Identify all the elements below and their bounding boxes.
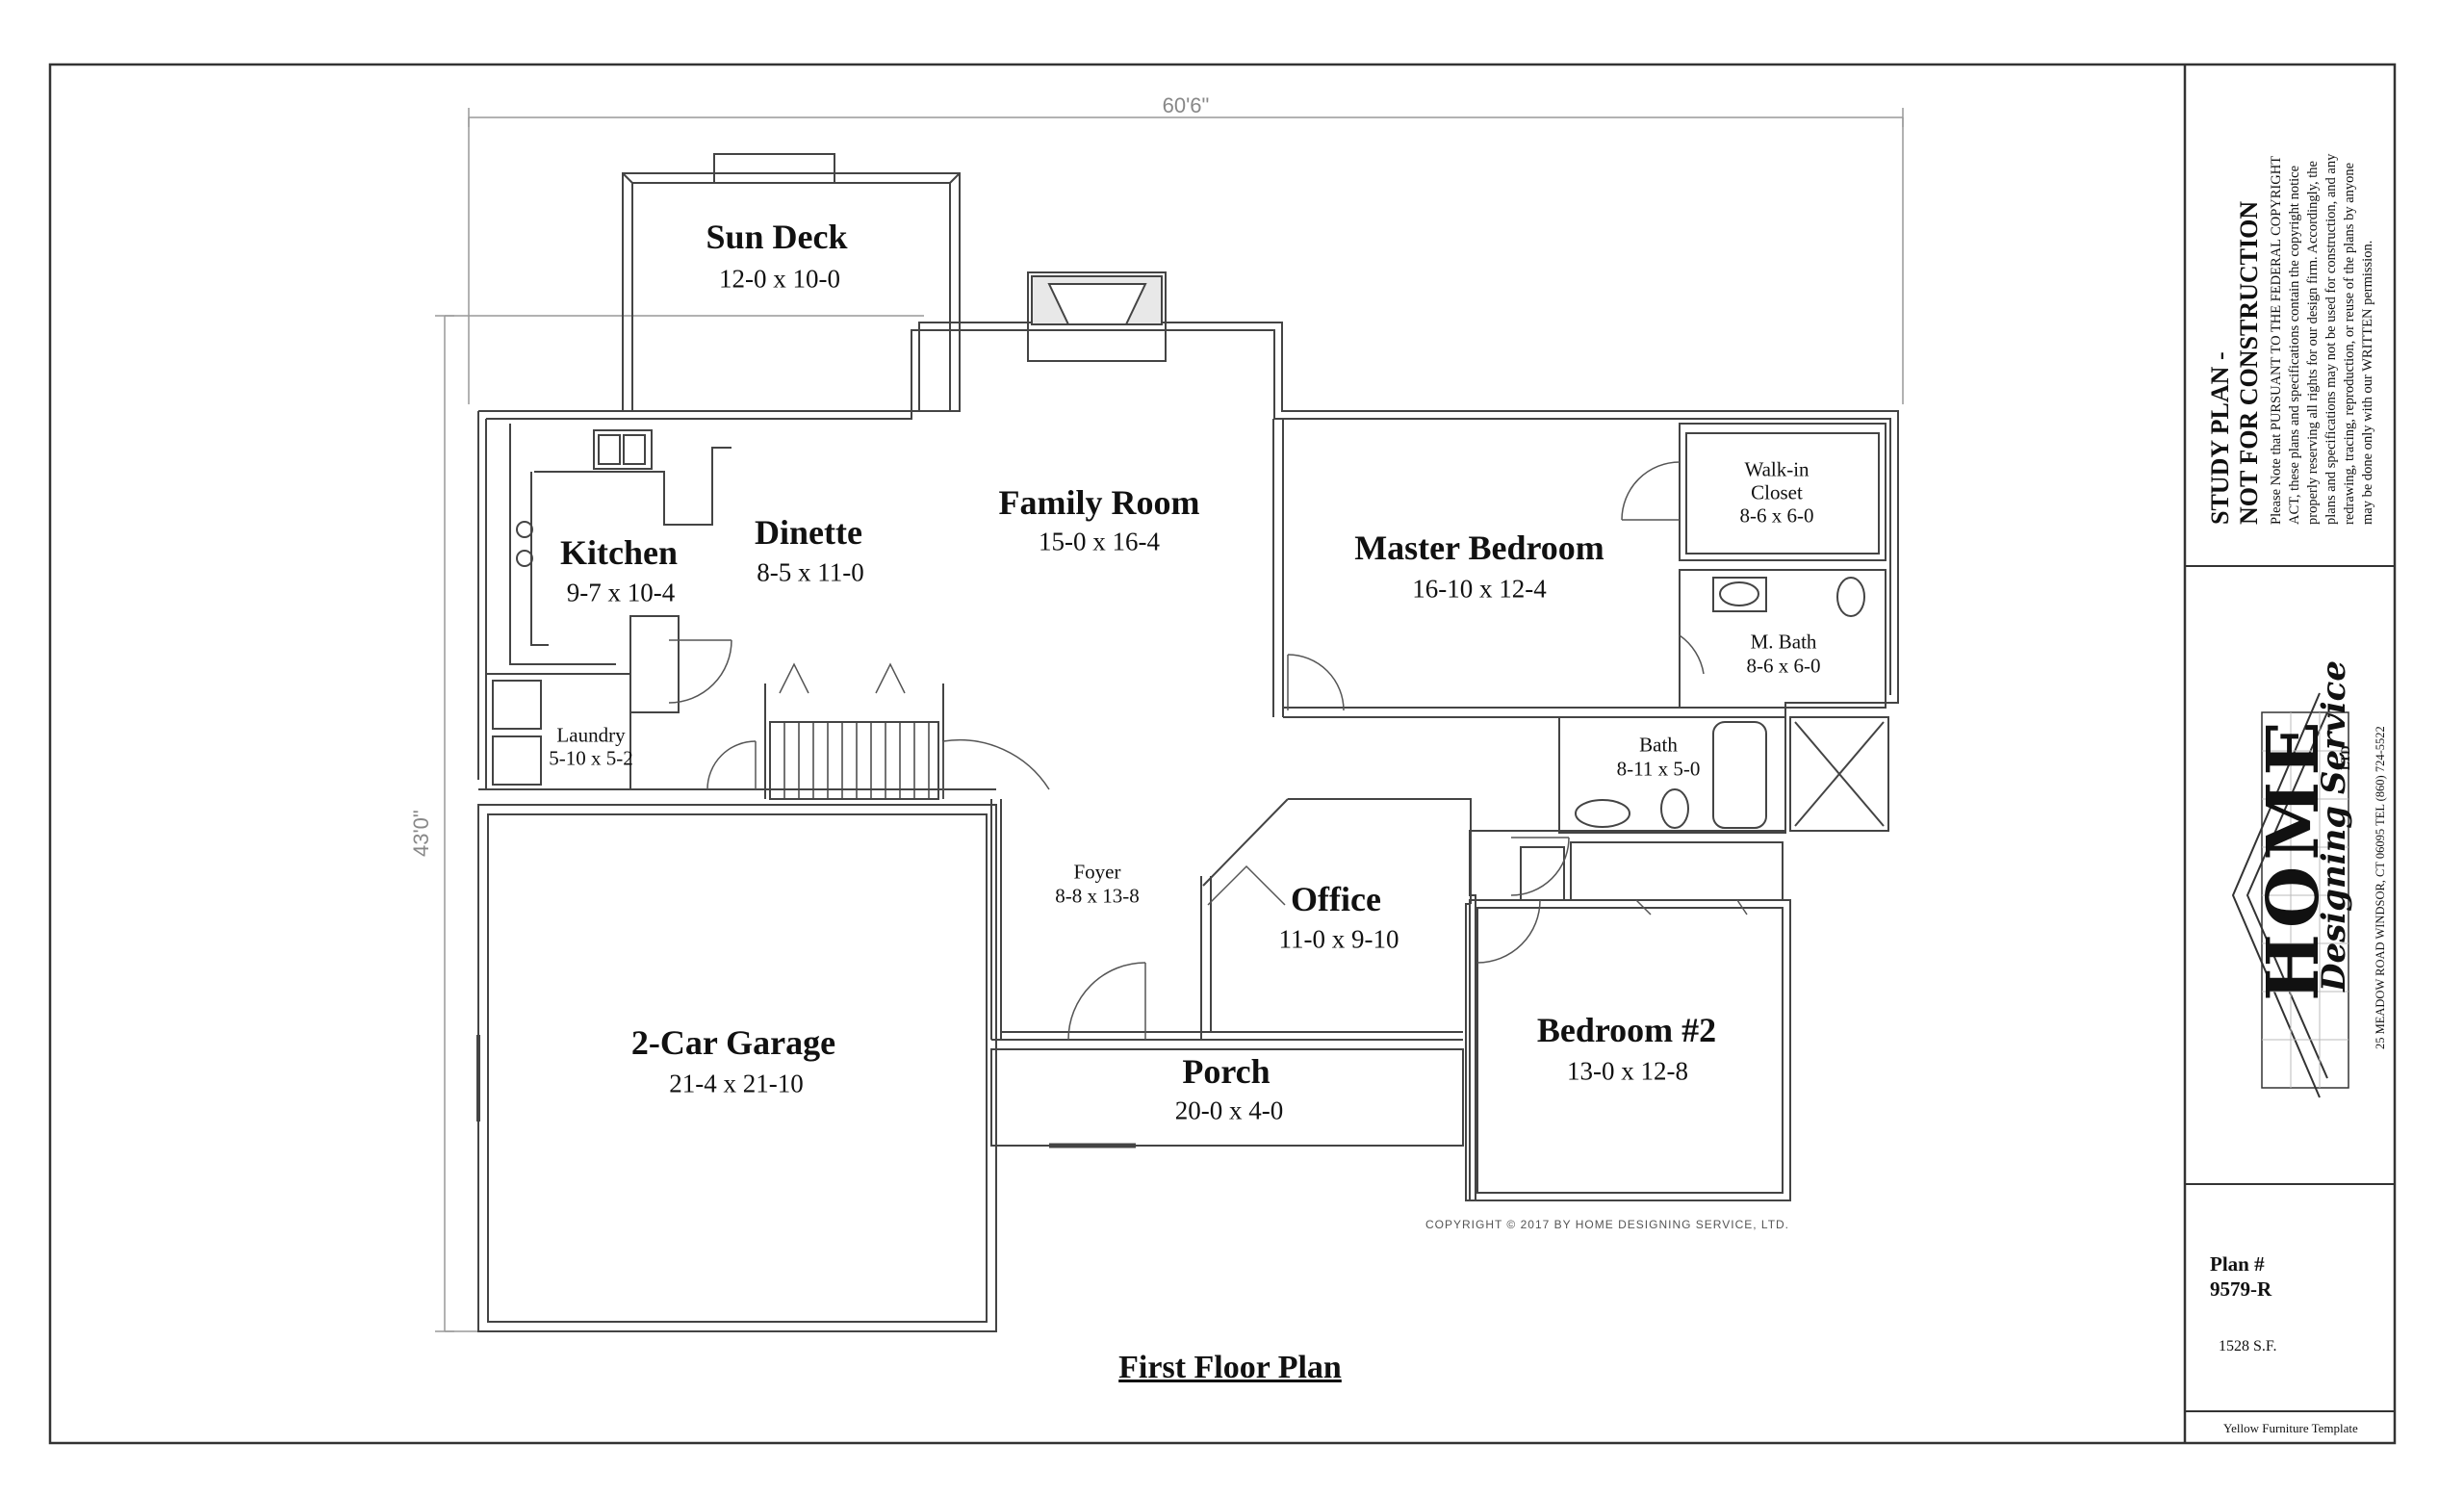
company-address: 25 MEADOW ROAD WINDSOR, CT 06095 TEL (86… bbox=[2374, 726, 2387, 1049]
sun-deck-size: 12-0 x 10-0 bbox=[719, 264, 840, 294]
copyright-note: COPYRIGHT © 2017 BY HOME DESIGNING SERVI… bbox=[1424, 1218, 1790, 1231]
laundry-size: 5-10 x 5-2 bbox=[549, 746, 633, 770]
porch-size: 20-0 x 4-0 bbox=[1174, 1096, 1284, 1125]
master-bath-size: 8-6 x 6-0 bbox=[1746, 654, 1821, 678]
garage-name: 2-Car Garage bbox=[630, 1023, 836, 1062]
sheet-border bbox=[48, 63, 2397, 1445]
kitchen-name: Kitchen bbox=[560, 533, 678, 572]
dinette-size: 8-5 x 11-0 bbox=[757, 557, 864, 587]
sun-deck-name: Sun Deck bbox=[706, 218, 848, 256]
garage-size: 21-4 x 21-10 bbox=[669, 1069, 804, 1098]
bath-size: 8-11 x 5-0 bbox=[1616, 757, 1701, 781]
office-name: Office bbox=[1291, 880, 1381, 918]
laundry-name: Laundry bbox=[556, 723, 626, 747]
note-line-5: redrawing, tracing, reproduction, or reu… bbox=[2342, 162, 2357, 525]
foyer-size: 8-8 x 13-8 bbox=[1055, 884, 1140, 908]
dinette-name: Dinette bbox=[755, 513, 862, 552]
plan-number-label: Plan # bbox=[2210, 1252, 2265, 1276]
study-plan-warning: STUDY PLAN - NOT FOR CONSTRUCTION bbox=[2206, 201, 2264, 525]
family-room-size: 15-0 x 16-4 bbox=[1039, 527, 1160, 556]
plan-title: First Floor Plan bbox=[1118, 1350, 1342, 1385]
company-logo bbox=[2231, 692, 2349, 1098]
walk-in-closet-size: 8-6 x 6-0 bbox=[1739, 503, 1814, 528]
note-line-6: may be done only with our WRITTEN permis… bbox=[2360, 240, 2375, 525]
warning-line1: STUDY PLAN - bbox=[2206, 351, 2234, 525]
family-room-name: Family Room bbox=[998, 483, 1200, 522]
bath-name: Bath bbox=[1639, 733, 1678, 757]
plan-number-block: Plan # 9579-R bbox=[2210, 1251, 2272, 1302]
master-bath-name: M. Bath bbox=[1750, 630, 1817, 654]
plan-number: 9579-R bbox=[2210, 1277, 2272, 1301]
note-line-4: plans and specifications may not be used… bbox=[2323, 153, 2339, 525]
note-line-1: Please Note that PURSUANT TO THE FEDERAL… bbox=[2269, 155, 2284, 525]
office-size: 11-0 x 9-10 bbox=[1278, 924, 1399, 954]
note-line-2: ACT, these plans and specifications cont… bbox=[2287, 166, 2302, 525]
master-bedroom-size: 16-10 x 12-4 bbox=[1412, 574, 1547, 604]
kitchen-size: 9-7 x 10-4 bbox=[566, 578, 676, 607]
logo-designing-service-text: Designing Service bbox=[2315, 659, 2353, 992]
overall-depth-label: 43'0" bbox=[409, 810, 433, 857]
master-bedroom-name: Master Bedroom bbox=[1354, 529, 1604, 567]
logo-ltd: LTD bbox=[2337, 745, 2354, 770]
logo-script: Designing Service bbox=[2315, 660, 2353, 992]
template-note: Yellow Furniture Template bbox=[2223, 1421, 2358, 1435]
bedroom2-size: 13-0 x 12-8 bbox=[1567, 1056, 1688, 1086]
square-footage: 1528 S.F. bbox=[2219, 1338, 2277, 1354]
note-line-3: properly reserving all rights for our de… bbox=[2305, 161, 2321, 525]
logo-ltd-text: LTD bbox=[2338, 745, 2352, 770]
copyright-notice: Please Note that PURSUANT TO THE FEDERAL… bbox=[2268, 154, 2377, 525]
overall-width-label: 60'6" bbox=[1162, 93, 1210, 117]
warning-line2: NOT FOR CONSTRUCTION bbox=[2235, 200, 2263, 525]
walk-in-closet-name-line2: Closet bbox=[1751, 480, 1803, 504]
walk-in-closet-name-line1: Walk-in bbox=[1744, 457, 1810, 481]
bedroom2-name: Bedroom #2 bbox=[1536, 1011, 1717, 1049]
porch-name: Porch bbox=[1182, 1052, 1270, 1091]
foyer-name: Foyer bbox=[1073, 860, 1121, 884]
